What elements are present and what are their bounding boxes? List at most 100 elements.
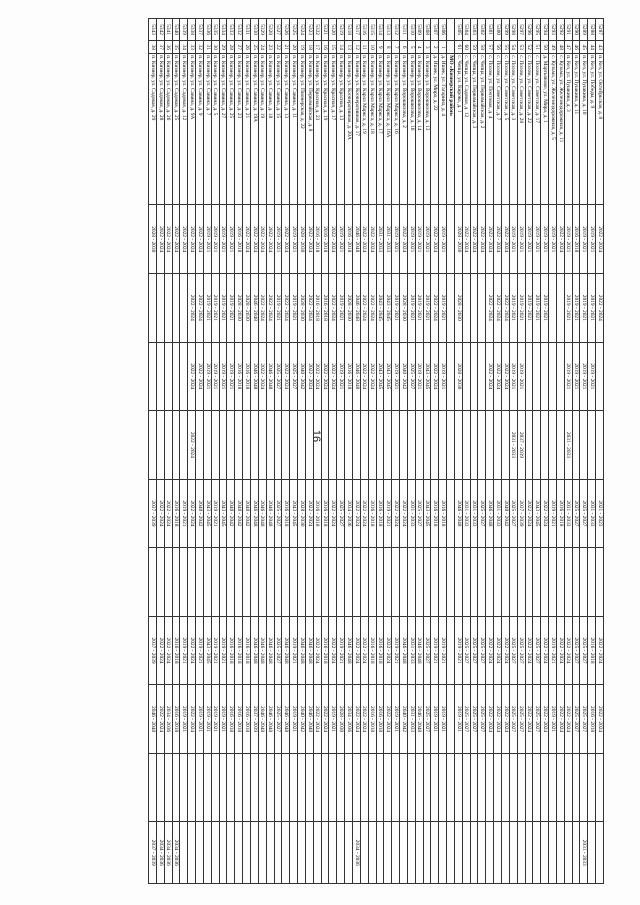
period-cell: 2046 - 2048 xyxy=(297,616,306,685)
period-cell: 2022 - 2024 xyxy=(195,273,204,343)
period-cell: 2022 - 2024 xyxy=(187,204,196,274)
period-cell: 2019 - 2021 xyxy=(179,684,188,754)
period-cell: 2019 - 2021 xyxy=(391,616,400,685)
period-cell xyxy=(281,753,290,822)
period-cell xyxy=(179,753,188,822)
period-cell: 2046 - 2048 xyxy=(399,616,408,685)
period-cell: 2022 - 2024 xyxy=(501,616,510,685)
address-cell: п. Кизнер, ул. Садовая, д. 12 xyxy=(179,53,188,205)
period-cell: 2016 - 2018 xyxy=(430,479,439,548)
period-cell xyxy=(321,753,329,822)
record-number-cell: 5337 xyxy=(195,18,204,41)
period-cell: 2034 - 2036 xyxy=(172,821,180,884)
record-number-cell: 5320 xyxy=(328,18,337,41)
period-cell xyxy=(203,547,212,617)
address-cell: п. Кизнер, ул. Кооперативная, д. 17 xyxy=(352,53,361,205)
period-cell: 2022 - 2024 xyxy=(501,273,510,343)
period-cell: 2031 - 2033 xyxy=(579,821,588,884)
period-cell: 2019 - 2021 xyxy=(579,342,588,411)
period-cell xyxy=(242,753,251,822)
period-cell: 2031 - 2033 xyxy=(462,479,471,548)
period-cell: 2025 - 2027 xyxy=(274,479,282,548)
period-cell: 2031 - 2033 xyxy=(493,479,502,548)
address-cell: с. Полом, ул. Советская, д. 17 xyxy=(532,53,541,205)
period-cell: 2019 - 2021 xyxy=(336,273,345,343)
period-cell xyxy=(407,753,416,822)
period-cell xyxy=(540,410,549,480)
row-number-cell: 57 xyxy=(485,40,494,54)
period-cell: 2022 - 2024 xyxy=(430,273,439,343)
address-cell: с. Полом, ул. Советская, д. 3 xyxy=(509,53,518,205)
period-cell: 2022 - 2024 xyxy=(242,204,251,274)
period-cell xyxy=(376,410,384,480)
period-cell xyxy=(297,821,306,884)
row-number-cell: 54 xyxy=(509,40,518,54)
period-cell: 2016 - 2018 xyxy=(321,273,329,343)
record-number-cell: 5305 xyxy=(454,18,463,41)
record-number-cell: 5341 xyxy=(164,18,173,41)
period-cell: 2025 - 2027 xyxy=(579,684,588,754)
period-cell: 2019 - 2021 xyxy=(211,616,220,685)
address-cell: п. Кизнер, ул. Пионерская, д. 22 xyxy=(297,53,306,205)
period-cell: 2022 - 2024 xyxy=(195,204,204,274)
period-cell xyxy=(438,410,447,480)
period-cell xyxy=(376,547,384,617)
period-cell: 2025 - 2027 xyxy=(572,479,580,548)
period-cell: 2016 - 2018 xyxy=(376,684,384,754)
period-cell: 2019 - 2021 xyxy=(336,342,345,411)
period-cell: 2046 - 2048 xyxy=(281,684,290,754)
period-cell: 2046 - 2048 xyxy=(305,616,314,685)
period-cell: 2019 - 2021 xyxy=(195,616,204,685)
period-cell xyxy=(478,821,486,884)
period-cell: 2025 - 2027 xyxy=(470,684,478,754)
period-cell xyxy=(564,547,573,617)
period-cell xyxy=(446,616,455,685)
period-cell xyxy=(556,410,565,480)
period-cell xyxy=(587,753,596,822)
row-number-cell: 50 xyxy=(540,40,549,54)
period-cell: 2046 - 2048 xyxy=(250,616,259,685)
period-cell xyxy=(164,547,173,617)
period-cell xyxy=(517,547,526,617)
period-cell: 2022 - 2024 xyxy=(470,204,478,274)
period-cell: 2016 - 2018 xyxy=(368,479,377,548)
period-cell xyxy=(172,342,180,411)
period-cell xyxy=(470,410,478,480)
period-cell xyxy=(493,821,502,884)
address-cell: п. Кизнер, ул. Красная, д. 23 xyxy=(313,53,322,205)
record-number-cell: 5292 xyxy=(556,18,565,41)
row-number-cell: 28 xyxy=(227,40,235,54)
period-cell: 2046 - 2048 xyxy=(281,616,290,685)
period-cell: 2019 - 2021 xyxy=(438,342,447,411)
address-cell: п. Кизнер, ул. Садовая, д. 28 xyxy=(156,53,165,205)
period-cell: 2016 - 2018 xyxy=(313,204,322,274)
period-cell xyxy=(470,753,478,822)
period-cell xyxy=(407,547,416,617)
period-cell: 2046 - 2048 xyxy=(266,479,275,548)
period-cell: 2022 - 2024 xyxy=(328,616,337,685)
period-cell xyxy=(179,273,188,343)
period-cell xyxy=(454,821,463,884)
period-cell: 2019 - 2021 xyxy=(438,616,447,685)
period-cell xyxy=(548,410,557,480)
record-number-cell: 5314 xyxy=(376,18,384,41)
period-cell xyxy=(587,821,596,884)
record-number-cell: 5317 xyxy=(352,18,361,41)
period-cell: 2046 - 2048 xyxy=(344,616,353,685)
period-cell: 2016 - 2018 xyxy=(281,479,290,548)
period-cell xyxy=(172,410,180,480)
period-cell: 2022 - 2024 xyxy=(556,616,565,685)
period-cell: 2022 - 2024 xyxy=(328,479,337,548)
period-cell xyxy=(321,547,329,617)
period-cell xyxy=(281,547,290,617)
period-cell xyxy=(219,821,227,884)
row-number-cell: 12 xyxy=(352,40,361,54)
row-number-cell: 58 xyxy=(478,40,486,54)
period-cell: 2019 - 2021 xyxy=(572,342,580,411)
period-cell: 2022 - 2024 xyxy=(595,684,604,754)
